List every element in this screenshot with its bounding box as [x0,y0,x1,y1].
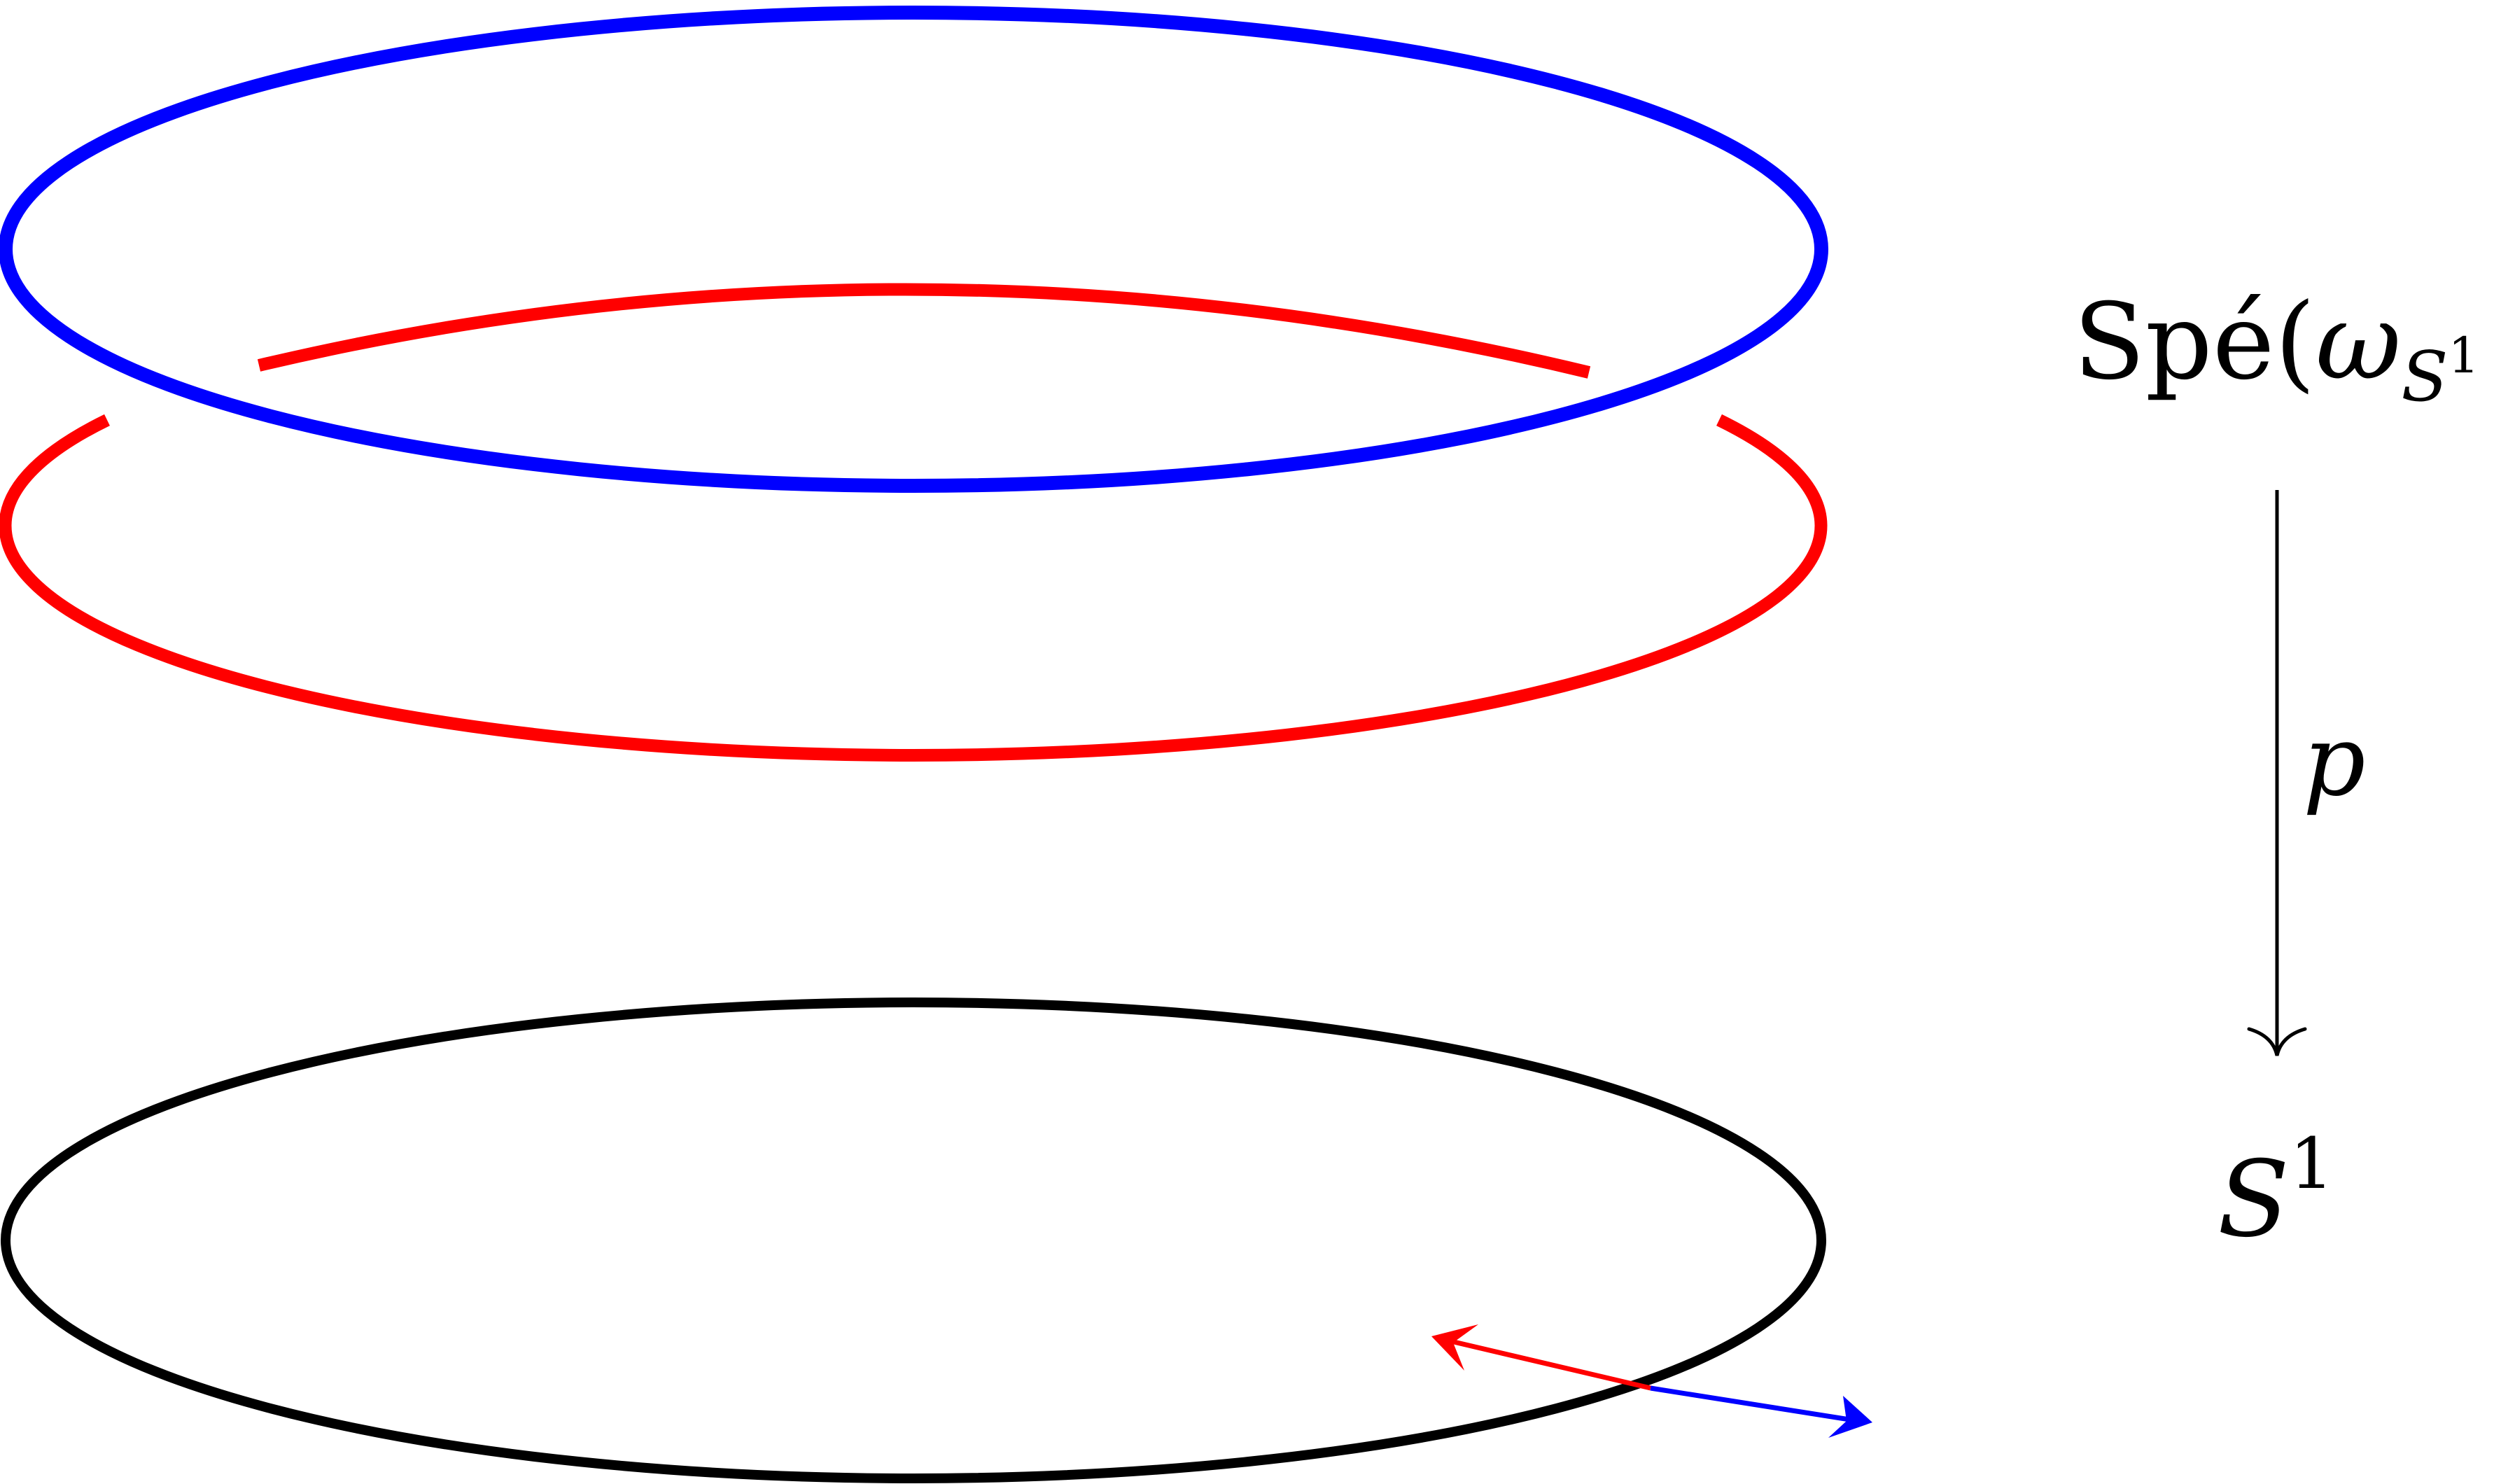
total-space-label: Spé(ωS1) [2073,281,2494,417]
projection-arrow [2247,490,2307,1056]
lower-sheet-front-arc [0,414,1828,762]
upper-sheet-ellipse [0,6,1828,493]
base-space-label-base: S [2218,1139,2290,1261]
total-space-label-omega: ω [2316,281,2401,403]
projection-label: p [2303,704,2366,818]
base-space-label-exp: 1 [2290,1123,2334,1205]
total-space-label-sub-exp: 1 [2449,327,2480,384]
total-space-label-close: ) [2489,281,2494,403]
red-tangent-arrow [1431,1324,1651,1391]
base-space-label: S1 [2218,1123,2334,1261]
lower-sheet-back-arc [257,283,1591,379]
total-space-label-sub: S [2401,337,2448,417]
blue-tangent-arrow [1650,1385,1872,1438]
total-space-label-main: Spé( [2073,281,2316,403]
base-circle-ellipse [1,997,1826,1483]
